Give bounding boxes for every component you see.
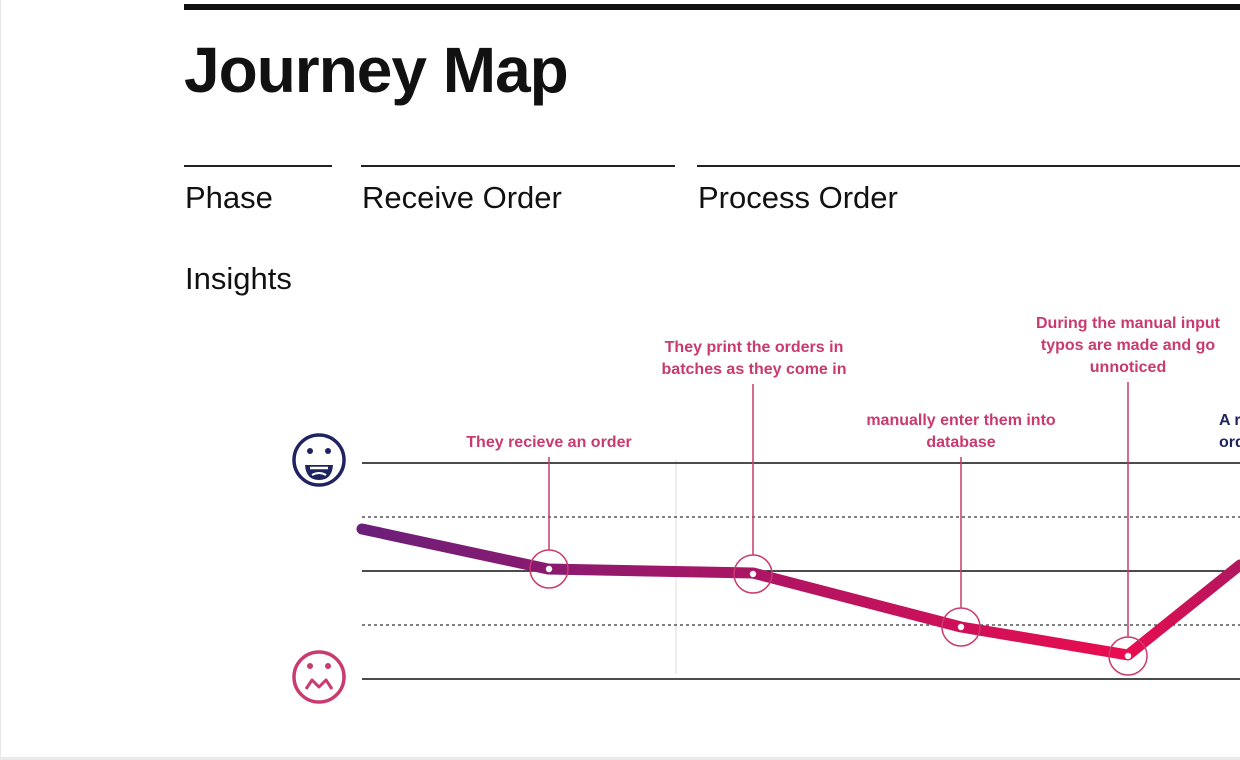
insights-row-label: Insights <box>185 261 292 296</box>
sad-face-icon <box>292 650 346 704</box>
insight-4: During the manual input typos are made an… <box>1036 315 1221 676</box>
phase-receive-order: Receive Order <box>362 180 562 215</box>
phase-column-rule <box>184 165 332 167</box>
insight-text-line: A r <box>1219 412 1240 429</box>
insight-marker-ring <box>733 554 773 594</box>
insight-3: manually enter them into database <box>866 412 1056 647</box>
insight-text-line: batches as they come in <box>662 361 847 378</box>
insight-marker-dot <box>1124 652 1132 660</box>
insight-marker-dot <box>749 570 757 578</box>
happy-face-icon <box>292 433 346 487</box>
insight-marker-dot <box>545 565 553 573</box>
insight-text-line: unnoticed <box>1090 359 1166 376</box>
process-order-column-rule <box>697 165 1240 167</box>
insight-text-line: They print the orders in <box>665 339 844 356</box>
experience-curve <box>356 523 1240 661</box>
insight-text-line: database <box>926 434 995 451</box>
phase-process-order: Process Order <box>698 180 898 215</box>
insight-text-line: typos are made and go <box>1041 337 1215 354</box>
insight-marker-ring <box>1108 636 1148 676</box>
page-title: Journey Map <box>184 34 569 106</box>
insight-text-line: They recieve an order <box>466 434 631 451</box>
insight-marker-dot <box>957 623 965 631</box>
insight-marker-ring <box>941 607 981 647</box>
insight-marker-ring <box>529 549 569 589</box>
insight-5: A r orde <box>1219 412 1240 451</box>
insight-text-line: During the manual input <box>1036 315 1221 332</box>
insight-1: They recieve an order <box>466 434 632 589</box>
insight-text-line: manually enter them into <box>866 412 1056 429</box>
insight-text-line: orde <box>1219 434 1240 451</box>
bottom-strip <box>0 757 1240 760</box>
phase-row-label: Phase <box>185 180 273 215</box>
receive-order-column-rule <box>361 165 675 167</box>
insight-2: They print the orders in batches as they … <box>662 339 847 594</box>
title-rule <box>184 4 1240 10</box>
